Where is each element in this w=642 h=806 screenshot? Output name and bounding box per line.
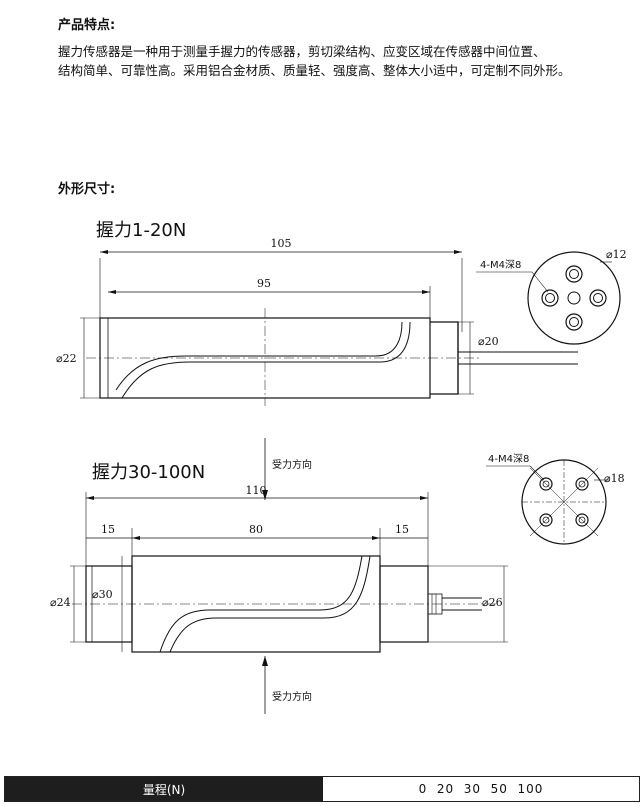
drawing2-title: 握力30-100N (92, 462, 205, 483)
drawing2-dim-15-right: 15 (395, 523, 409, 536)
drawing1-hole-left (541, 289, 559, 307)
drawing2-arrow-80-left (132, 536, 140, 540)
drawing2-force-label-bottom: 受力方向 (272, 690, 312, 703)
drawing1-slot-curve-outer (121, 321, 411, 399)
drawing1-arrow-95-left (108, 290, 116, 294)
drawing2-end-dia: ⌀18 (604, 472, 625, 485)
drawing1-slot-curve-inner (115, 321, 403, 391)
drawing1-dim-95: 95 (257, 277, 271, 290)
features-heading: 产品特点: (58, 18, 116, 33)
drawing2-slot-curve-outer (159, 555, 363, 653)
drawing2-force-arrow-top (262, 490, 268, 500)
drawing2-hole-br-inner (578, 516, 586, 524)
drawing1-arrow-105-right (454, 250, 462, 254)
drawing2-dim-15-left: 15 (101, 523, 115, 536)
drawing1-hole-right-inner (593, 293, 603, 303)
drawing2-hole-tl (539, 477, 553, 491)
range-spec-row: 量程(N) 0 20 30 50 100 (4, 776, 640, 802)
features-line-1: 握力传感器是一种用于测量手握力的传感器，剪切梁结构、应变区域在传感器中间位置、 (58, 44, 546, 59)
drawing1-hole-label: 4-M4深8 (480, 259, 521, 271)
drawing2-hole-br (575, 513, 589, 527)
drawing2-arrow-80-right (372, 536, 380, 540)
drawing2-arrow-110-left (86, 496, 94, 500)
drawing1-dia-20: ⌀20 (478, 335, 499, 348)
drawing1-end-center-hole (567, 291, 581, 305)
dimensions-heading: 外形尺寸: (58, 182, 116, 197)
drawing1-hole-left-inner (545, 293, 555, 303)
drawing2-hole-leader (529, 465, 545, 481)
drawing2-dia-26: ⌀26 (482, 596, 503, 609)
drawing2-hole-tr-inner (578, 480, 586, 488)
range-values: 0 20 30 50 100 (323, 777, 639, 801)
drawing2-force-label-top: 受力方向 (272, 458, 312, 471)
drawing2-arrow-110-right (420, 496, 428, 500)
drawing2-strain-relief (427, 593, 443, 615)
drawing1-hole-leader (531, 271, 549, 293)
drawing2-hole-label: 4-M4深8 (488, 453, 529, 465)
drawing2-hole-bl-inner (542, 516, 550, 524)
drawing1-arrow-105-left (100, 250, 108, 254)
drawing2-hole-tr (575, 477, 589, 491)
drawing1-hole-top (565, 265, 583, 283)
drawing2-hole-bl (539, 513, 553, 527)
drawing2-slot-curve-inner (169, 555, 371, 653)
drawing2-dim-110: 110 (246, 484, 267, 497)
features-paragraph: 握力传感器是一种用于测量手握力的传感器，剪切梁结构、应变区域在传感器中间位置、 … (58, 42, 628, 80)
drawing1-hole-top-inner (569, 269, 579, 279)
drawing1-hole-bottom-inner (569, 317, 579, 327)
drawing1-hole-right (589, 289, 607, 307)
drawing2-dim-80: 80 (249, 523, 263, 536)
drawing2-force-arrow-bottom (262, 656, 268, 666)
drawing1-end-view (527, 251, 621, 345)
drawing1-hole-bottom (565, 313, 583, 331)
drawing2-hole-tl-inner (542, 480, 550, 488)
range-label: 量程(N) (5, 777, 323, 801)
features-line-2: 结构简单、可靠性高。采用铝合金材质、质量轻、强度高、整体大小适中，可定制不同外形… (58, 63, 571, 78)
drawing1-dia-22: ⌀22 (56, 352, 77, 365)
drawing1-title: 握力1-20N (96, 220, 186, 241)
drawing1-dim-105: 105 (271, 237, 292, 250)
drawing2-dia-24: ⌀24 (50, 596, 71, 609)
drawing1-end-dia: ⌀12 (606, 248, 627, 261)
drawing1-arrow-95-right (422, 290, 430, 294)
drawing2-dia-30: ⌀30 (92, 588, 113, 601)
